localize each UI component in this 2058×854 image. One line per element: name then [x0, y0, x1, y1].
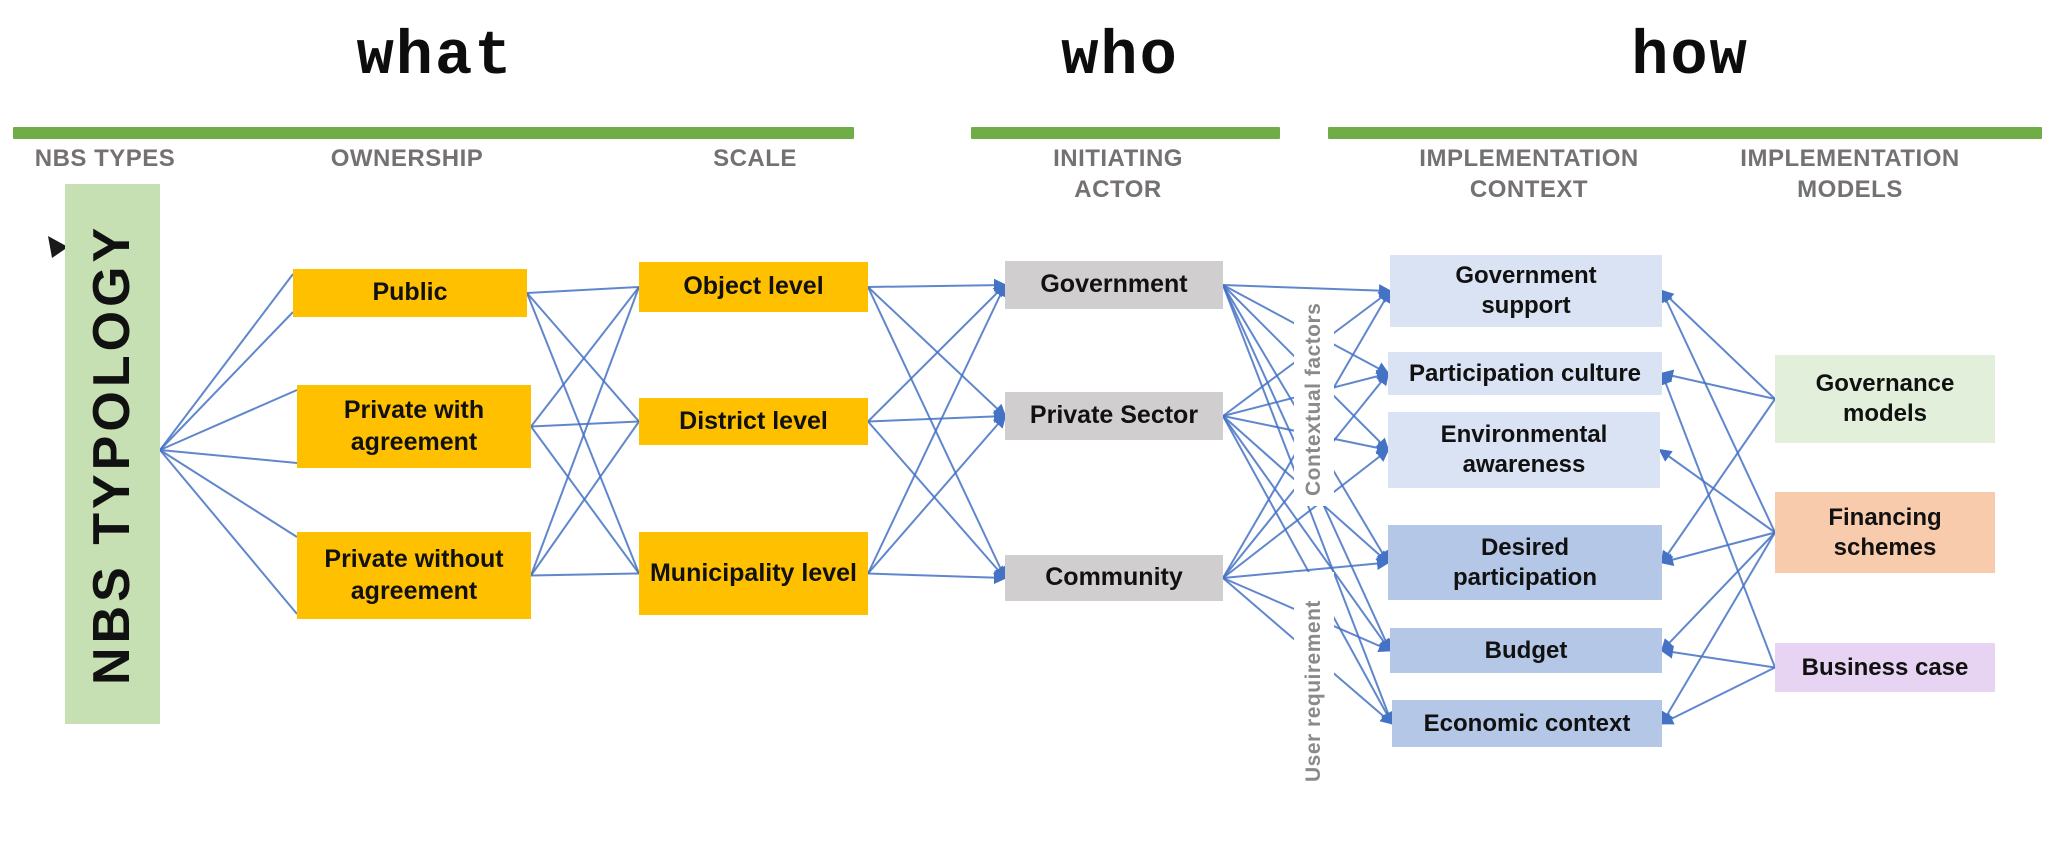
section-underline-who	[971, 127, 1280, 139]
node-actor-private-sector: Private Sector	[1005, 392, 1223, 440]
column-header-ownership: OWNERSHIP	[330, 145, 484, 172]
section-underline-what	[13, 127, 854, 139]
node-context-government-support: Government support	[1390, 255, 1662, 327]
edges	[159, 273, 1776, 726]
node-nbs-typology: NBS TYPOLOGY	[65, 184, 160, 724]
node-ownership-private-with-agreement: Private with agreement	[297, 385, 531, 468]
node-model-governance-models: Governance models	[1775, 355, 1995, 443]
node-scale-district-level: District level	[639, 398, 868, 445]
column-header-implementation-context: IMPLEMENTATION CONTEXT	[1419, 145, 1639, 203]
vertical-label-contextual-factors: Contextual factors	[1294, 292, 1334, 506]
node-model-business-case: Business case	[1775, 643, 1995, 692]
node-actor-government: Government	[1005, 261, 1223, 309]
node-ownership-public: Public	[293, 269, 527, 317]
node-model-financing-schemes: Financing schemes	[1775, 492, 1995, 573]
node-scale-object-level: Object level	[639, 262, 868, 312]
node-context-environmental-awareness: Environmental awareness	[1388, 412, 1660, 488]
node-context-desired-participation: Desired participation	[1388, 525, 1662, 600]
node-scale-municipality-level: Municipality level	[639, 532, 868, 615]
node-actor-community: Community	[1005, 555, 1223, 601]
node-ownership-private-without-agreement: Private without agreement	[297, 532, 531, 619]
section-underline-how	[1328, 127, 2042, 139]
node-context-economic-context: Economic context	[1392, 700, 1662, 747]
column-header-scale: SCALE	[713, 145, 797, 172]
vertical-label-user-requirement: User requirement	[1294, 572, 1334, 810]
node-context-budget: Budget	[1390, 628, 1662, 673]
column-header-nbs-types: NBS TYPES	[34, 145, 176, 172]
section-title-how: how	[1631, 20, 1749, 92]
column-header-initiating-actor: INITIATING ACTOR	[1053, 145, 1183, 203]
node-context-participation-culture: Participation culture	[1388, 352, 1662, 395]
section-title-what: what	[356, 20, 514, 92]
section-title-who: who	[1061, 20, 1179, 92]
cursor-arrow-icon	[48, 236, 68, 258]
column-header-implementation-models: IMPLEMENTATION MODELS	[1740, 145, 1960, 203]
